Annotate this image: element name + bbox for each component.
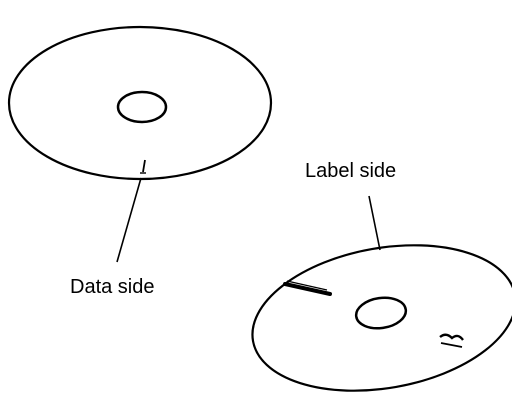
data-side-leader-line [116, 177, 142, 263]
data-side-mark [142, 159, 146, 173]
label-side-label: Label side [305, 160, 397, 182]
label-print-mark-right [439, 333, 464, 348]
data-side-center-hole [116, 90, 168, 124]
label-side-center-hole [354, 296, 408, 330]
data-side-label: Data side [70, 276, 155, 298]
label-print-mark-left [283, 280, 332, 296]
data-side-disc [7, 25, 273, 181]
label-side-disc-outline [251, 244, 512, 392]
label-side-disc [251, 244, 512, 392]
label-side-leader-line [368, 195, 381, 251]
data-side-disc-outline [7, 25, 273, 181]
